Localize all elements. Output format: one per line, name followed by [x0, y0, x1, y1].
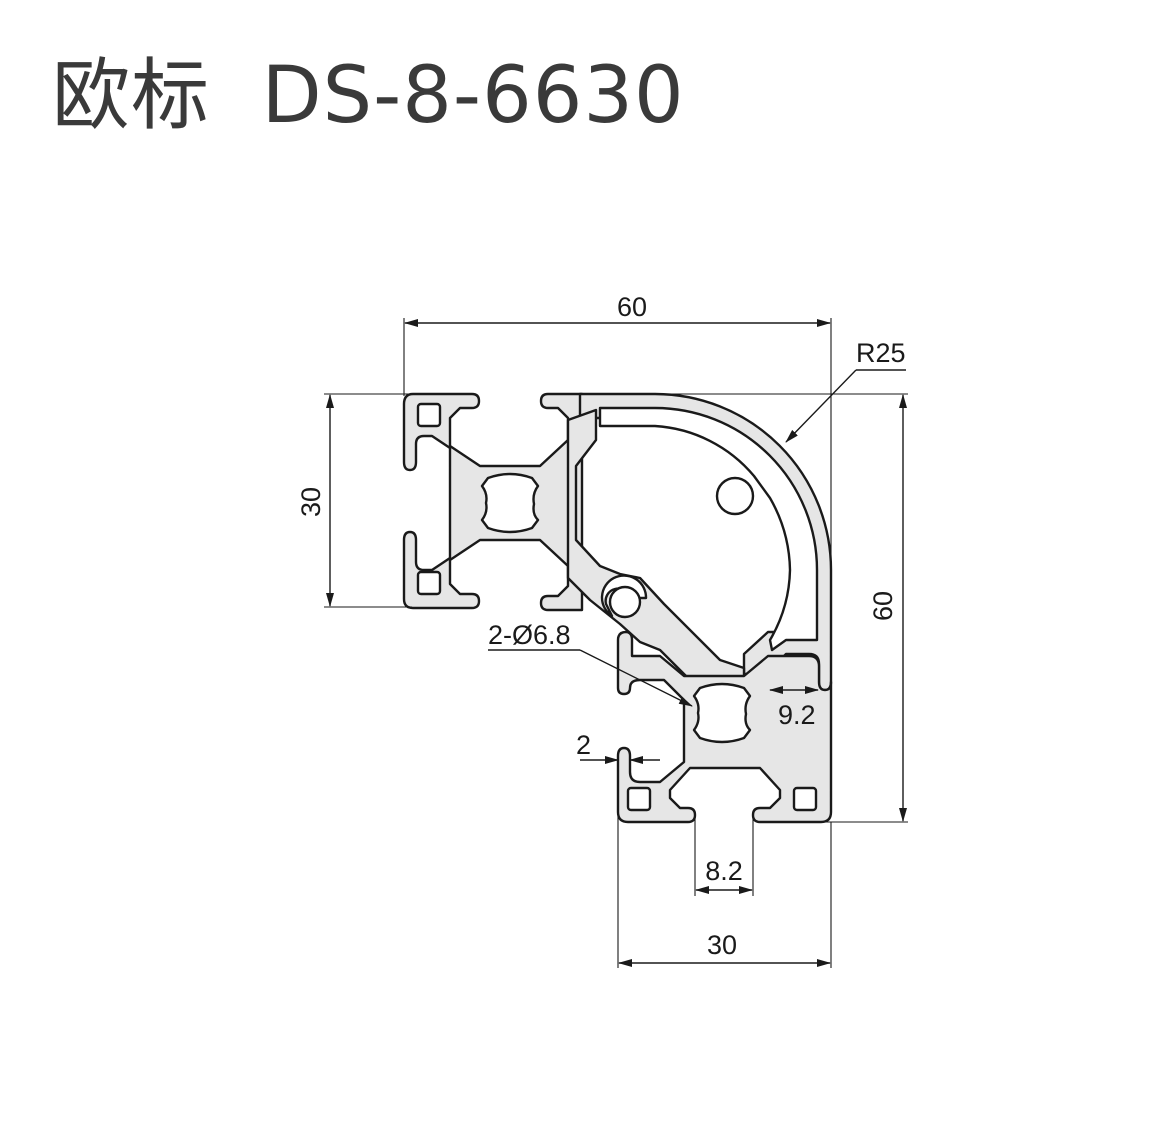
dim-slot-depth: 9.2: [778, 700, 816, 730]
page-title: 欧标 DS-8-6630: [52, 51, 685, 141]
dim-top-width: 60: [617, 292, 647, 322]
cavity-rb: [792, 786, 818, 812]
dim-hole: 2-Ø6.8: [488, 620, 571, 650]
dim-slot-width: 8.2: [705, 856, 743, 886]
dim-bottom-width: 30: [707, 930, 737, 960]
cavity-lb: [626, 786, 652, 812]
cavity-bl: [416, 570, 442, 596]
center-hole-upper: [480, 472, 540, 534]
center-hole-lower: [692, 682, 752, 744]
dim-wall: 2: [576, 730, 591, 760]
screw-hole-2: [715, 476, 755, 516]
dimensions: 60 R25 30 60 2-Ø6.8 9.2 2 8.2: [296, 292, 908, 968]
dim-right-height: 60: [868, 591, 898, 621]
screw-hole-1: [608, 585, 642, 619]
profile-outline: [396, 386, 842, 828]
dim-left-height: 30: [296, 487, 326, 517]
cavity-tl: [416, 402, 442, 428]
dim-radius: R25: [856, 338, 906, 368]
arc-inner-cavity: [598, 406, 819, 652]
